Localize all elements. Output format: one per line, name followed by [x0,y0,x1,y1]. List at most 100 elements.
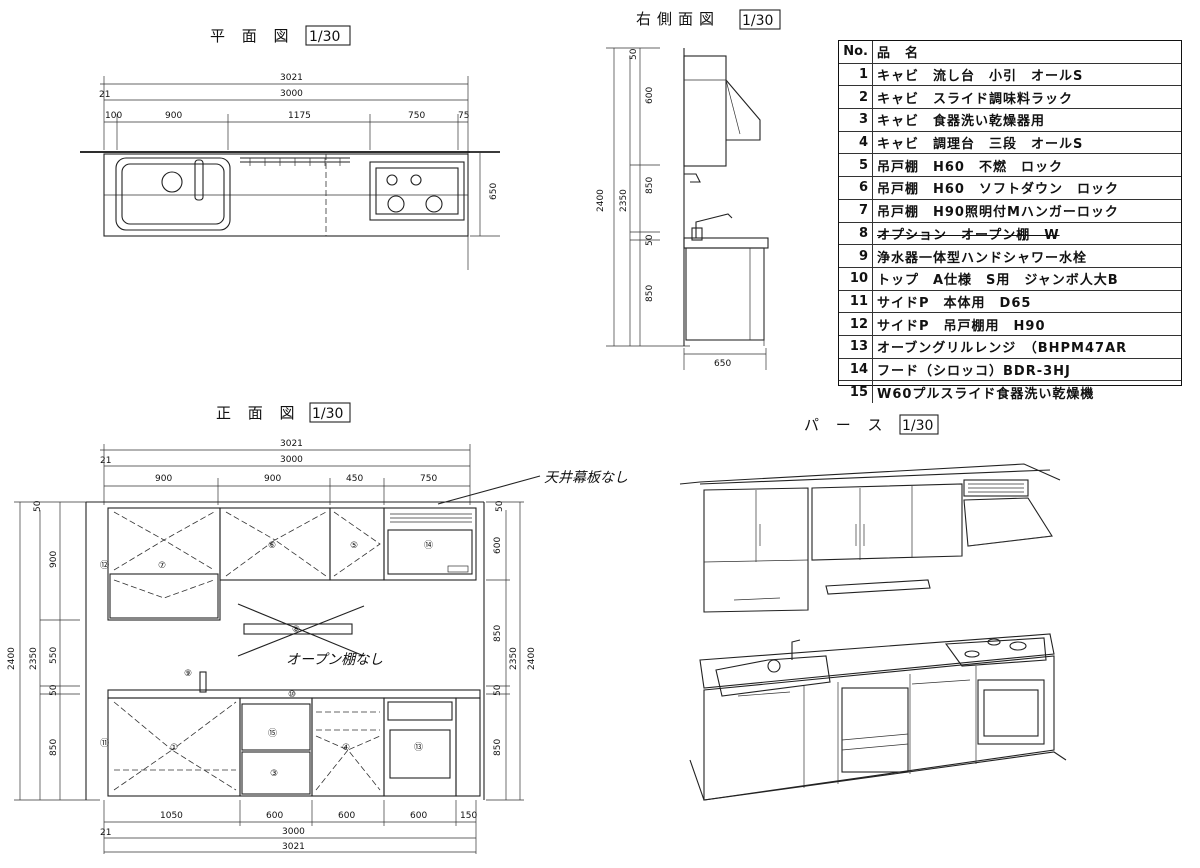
row-no: 15 [839,381,873,403]
row-name: トップ A仕様 S用 ジャンボ人大B [877,273,1119,289]
plan-scale-box [305,25,351,46]
side-dim-upper: 600 [645,87,655,104]
parts-header-no: No. [839,41,873,63]
front-dim-left-gap: 550 [49,647,59,664]
marker-1: ① [170,743,178,753]
front-dim-overall: 3021 [280,439,303,449]
marker-15: ⑮ [268,728,277,739]
row-no: 13 [839,335,873,358]
side-scale-box [739,9,781,30]
row-name: サイドP 吊戸棚用 H90 [877,318,1046,334]
marker-13: ⑬ [414,742,423,753]
front-dim-left-counter: 50 [49,684,59,696]
front-dim-right-total: 2400 [527,647,537,670]
marker-12: ⑫ [100,560,109,571]
marker-11: ⑪ [100,738,109,749]
perspective-scale: 1/30 [902,418,933,434]
row-no: 10 [839,267,873,290]
front-dim-right-lower: 850 [493,739,503,756]
front-dim-top-seg1: 900 [155,474,172,484]
plan-dim-seg1: 100 [105,111,122,121]
front-dim-bot-overall: 3021 [282,842,305,852]
front-dim-bot-seg4: 600 [410,811,427,821]
row-no: 8 [839,222,873,245]
front-dim-top-seg3: 450 [346,474,363,484]
row-no: 3 [839,109,873,131]
marker-10: ⑩ [288,690,296,700]
front-dim-left-top: 50 [33,500,43,512]
plan-title: 平 面 図 [210,27,295,45]
marker-8: ⑧ [292,625,300,635]
side-title: 右側面図 [636,10,720,28]
row-no: 7 [839,199,873,222]
plan-dim-seg5: 75 [458,111,469,121]
parts-header-name: 品 名 [877,46,920,62]
row-name: オプション オープン棚 W [877,227,1060,243]
row-no: 9 [839,245,873,267]
side-dim-total: 2400 [596,189,606,212]
annotation-no-open-shelf: オープン棚なし [286,652,383,668]
row-no: 6 [839,177,873,199]
row-no: 5 [839,154,873,177]
side-dim-gap: 850 [645,177,655,194]
front-dim-bot-seg2: 600 [266,811,283,821]
row-name: サイドP 本体用 D65 [877,295,1032,311]
row-no: 1 [839,63,873,86]
parts-table-header: No. 品 名 [839,41,1181,64]
plan-dim-left-edge: 21 [99,90,110,100]
front-dim-right-upper: 600 [493,537,503,554]
front-dim-bot-seg3: 600 [338,811,355,821]
side-dim-lower: 850 [645,285,655,302]
row-no: 2 [839,86,873,109]
row-name: W60プルスライド食器洗い乾燥機 [877,386,1095,402]
plan-dim-seg2: 900 [165,111,182,121]
row-name: キャビ スライド調味料ラック [877,91,1074,107]
plan-dim-seg4: 750 [408,111,425,121]
row-name: キャビ 調理台 三段 オールS [877,137,1084,153]
perspective-view: パ ー ス 1/30 [679,414,1067,801]
row-name: 吊戸棚 H60 不燃 ロック [877,159,1063,175]
plan-dim-seg3: 1175 [288,111,311,121]
marker-5: ⑤ [350,541,358,551]
front-scale: 1/30 [312,406,343,422]
front-dim-left-inner: 2350 [29,647,39,670]
front-title: 正 面 図 [216,404,301,422]
row-name: オーブングリルレンジ （BHPM47AR [877,341,1128,357]
perspective-scale-box [899,414,939,435]
plan-dim-depth: 650 [489,183,499,200]
row-no: 4 [839,131,873,154]
plan-view: 平 面 図 1/30 3021 21 3000 100 900 1175 750… [80,25,500,270]
front-dim-left-lower: 850 [49,739,59,756]
front-dim-right-counter: 50 [493,684,503,696]
row-no: 12 [839,313,873,335]
marker-14: ⑭ [424,540,433,551]
row-no: 11 [839,290,873,313]
plan-dim-inner: 3000 [280,89,303,99]
row-name: キャビ 流し台 小引 オールS [877,69,1084,85]
marker-3: ③ [270,769,278,779]
row-name: フード（シロッコ）BDR-3HJ [877,363,1071,379]
front-dim-left-total: 2400 [7,647,17,670]
row-name: キャビ 食器洗い乾燥器用 [877,114,1046,130]
front-dim-right-top: 50 [495,500,505,512]
front-dim-bot-seg5: 150 [460,811,477,821]
marker-9: ⑨ [184,669,192,679]
row-no: 14 [839,358,873,381]
side-view: 右側面図 1/30 2400 2350 50 600 850 50 850 [596,9,781,370]
side-dim-depth: 650 [714,359,731,369]
front-dim-right-inner: 2350 [509,647,519,670]
plan-dim-overall: 3021 [280,73,303,83]
